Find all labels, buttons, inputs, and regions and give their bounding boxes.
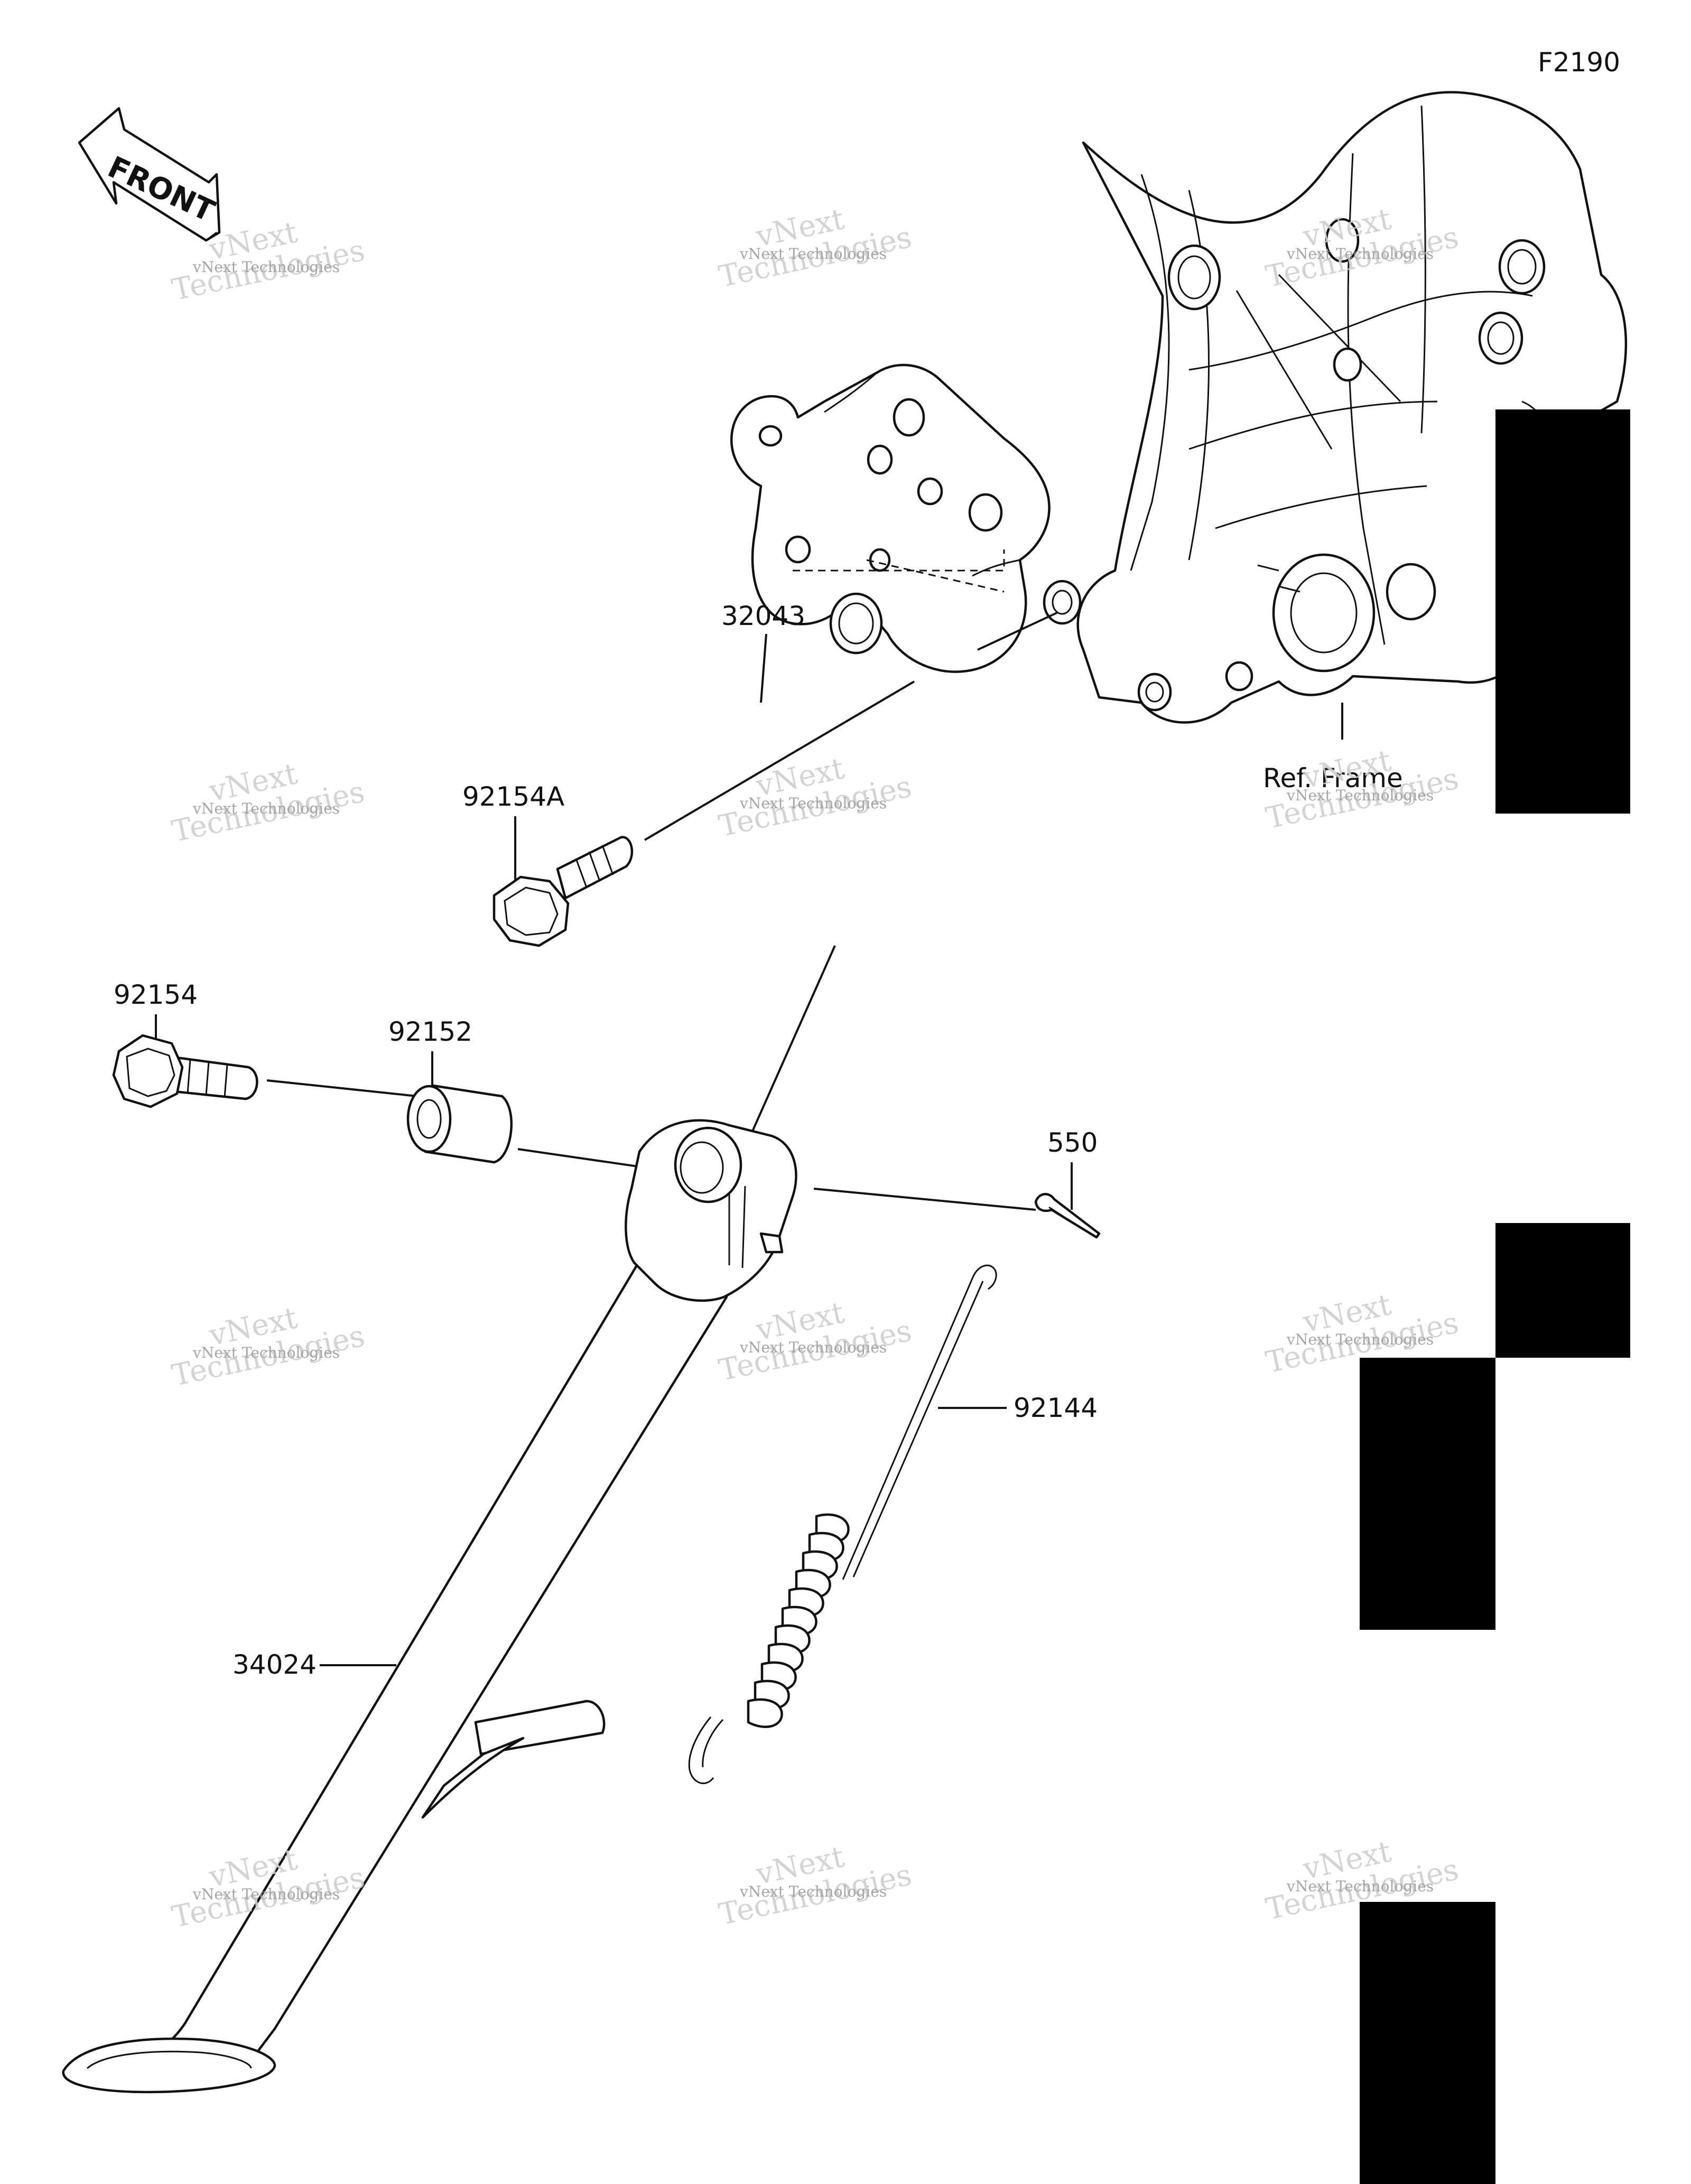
watermark-7: Technologies vNext vNext Technologies <box>169 1301 368 1393</box>
part-92144-spring <box>688 1264 997 1785</box>
part-32043-leader <box>760 633 767 703</box>
svg-text:vNext Technologies: vNext Technologies <box>739 1883 887 1900</box>
part-92154-bolt <box>112 1034 258 1108</box>
redaction-block-1 <box>1495 409 1630 814</box>
part-32043-bracket <box>730 363 1051 673</box>
watermark-2: Technologies vNext vNext Technologies <box>716 202 915 294</box>
figure-code: F2190 <box>1538 47 1620 78</box>
part-32043-label: 32043 <box>721 601 805 631</box>
watermark-11: Technologies vNext vNext Technologies <box>716 1840 915 1932</box>
part-550-cotter-pin <box>1034 1193 1101 1239</box>
watermark-8: Technologies vNext vNext Technologies <box>716 1295 915 1388</box>
svg-text:vNext Technologies: vNext Technologies <box>192 258 340 276</box>
part-92154-label: 92154 <box>114 979 198 1010</box>
redaction-block-3 <box>1360 1358 1495 1630</box>
bolt-to-bracket-line <box>644 680 915 841</box>
svg-text:vNext Technologies: vNext Technologies <box>1286 1331 1434 1348</box>
part-550-label: 550 <box>1047 1127 1098 1158</box>
bracket-to-stand-line <box>749 945 836 1136</box>
part-34024-label: 34024 <box>233 1649 317 1680</box>
part-92152-collar <box>406 1084 513 1164</box>
stand-to-pin-line <box>813 1188 1036 1211</box>
watermark-4: Technologies vNext vNext Technologies <box>169 757 368 849</box>
watermark-6: Technologies vNext vNext Technologies <box>1263 743 1462 836</box>
svg-text:vNext Technologies: vNext Technologies <box>192 800 340 817</box>
part-92154a-label: 92154A <box>462 781 564 812</box>
watermark-group: Technologies vNext vNext Technologies Te… <box>169 202 1462 1935</box>
part-92152-label: 92152 <box>388 1016 472 1047</box>
ref-frame-label: Ref. Frame <box>1263 763 1403 794</box>
front-arrow-icon: FRONT <box>78 107 221 242</box>
svg-text:vNext Technologies: vNext Technologies <box>192 1344 340 1361</box>
part-92144-label: 92144 <box>1014 1393 1098 1423</box>
part-92154a-bolt <box>493 836 634 947</box>
svg-text:vNext Technologies: vNext Technologies <box>192 1886 340 1903</box>
bolt-to-collar-line <box>266 1079 418 1097</box>
part-34024-side-stand <box>62 1119 797 2094</box>
svg-text:vNext Technologies: vNext Technologies <box>1286 1878 1434 1895</box>
svg-text:vNext Technologies: vNext Technologies <box>1286 245 1434 263</box>
svg-text:vNext Technologies: vNext Technologies <box>739 795 887 812</box>
svg-text:vNext Technologies: vNext Technologies <box>1286 787 1434 804</box>
redaction-block-4 <box>1360 1902 1495 2184</box>
redaction-block-2 <box>1495 1223 1630 1358</box>
bracket-to-frame-line <box>977 612 1057 651</box>
watermark-5: Technologies vNext vNext Technologies <box>716 751 915 844</box>
svg-text:vNext Technologies: vNext Technologies <box>739 1339 887 1356</box>
svg-text:vNext Technologies: vNext Technologies <box>739 245 887 263</box>
